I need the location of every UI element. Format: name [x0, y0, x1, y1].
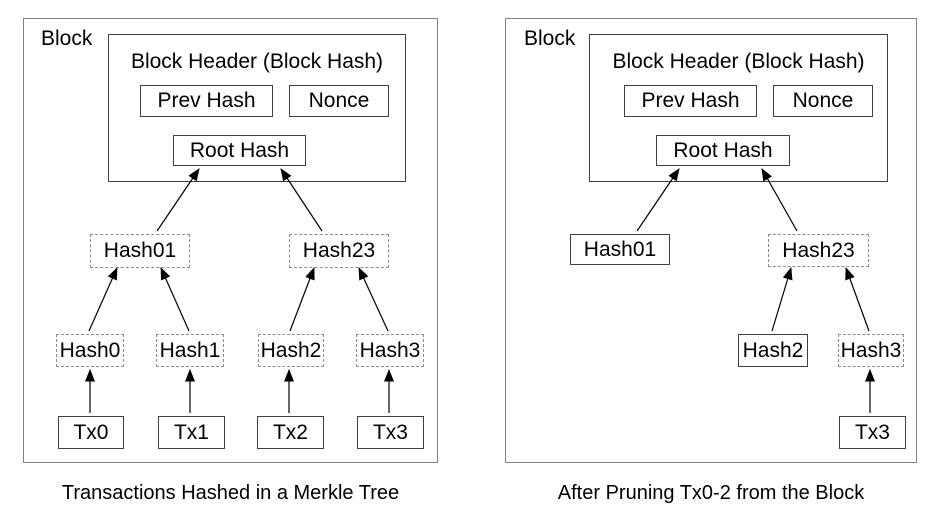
node-tx2: Tx2: [257, 416, 324, 449]
node-hash2: Hash2: [258, 334, 324, 367]
node-hash01: Hash01: [90, 234, 190, 268]
block-header-box: Block Header (Block Hash) Prev Hash Nonc…: [108, 34, 406, 182]
block-header-box: Block Header (Block Hash) Prev Hash Nonc…: [589, 34, 888, 182]
node-tx3: Tx3: [357, 416, 424, 449]
node-hash23: Hash23: [768, 234, 869, 267]
nonce-box: Nonce: [289, 85, 389, 117]
node-hash01: Hash01: [570, 234, 670, 265]
block-header-title: Block Header (Block Hash): [130, 50, 384, 73]
node-hash2: Hash2: [738, 334, 808, 367]
caption-pruned-block: After Pruning Tx0-2 from the Block: [557, 482, 865, 504]
node-tx3: Tx3: [839, 416, 906, 449]
nonce-box: Nonce: [773, 85, 873, 117]
block-label: Block: [524, 27, 576, 50]
block-header-title: Block Header (Block Hash): [612, 50, 865, 73]
block-label: Block: [41, 27, 93, 50]
panel-pruned-block: Block Block Header (Block Hash) Prev Has…: [505, 18, 917, 463]
prev-hash-box: Prev Hash: [624, 85, 757, 117]
node-hash3: Hash3: [356, 334, 424, 367]
node-tx0: Tx0: [58, 416, 124, 449]
node-hash23: Hash23: [289, 234, 389, 268]
caption-merkle-tree: Transactions Hashed in a Merkle Tree: [61, 482, 400, 504]
root-hash-box: Root Hash: [656, 135, 790, 166]
node-tx1: Tx1: [158, 416, 225, 449]
node-hash1: Hash1: [156, 334, 224, 367]
node-hash3: Hash3: [838, 334, 904, 367]
panel-merkle-tree: Block Block Header (Block Hash) Prev Has…: [23, 18, 438, 463]
prev-hash-box: Prev Hash: [140, 85, 273, 117]
node-hash0: Hash0: [56, 334, 124, 367]
root-hash-box: Root Hash: [173, 135, 306, 166]
